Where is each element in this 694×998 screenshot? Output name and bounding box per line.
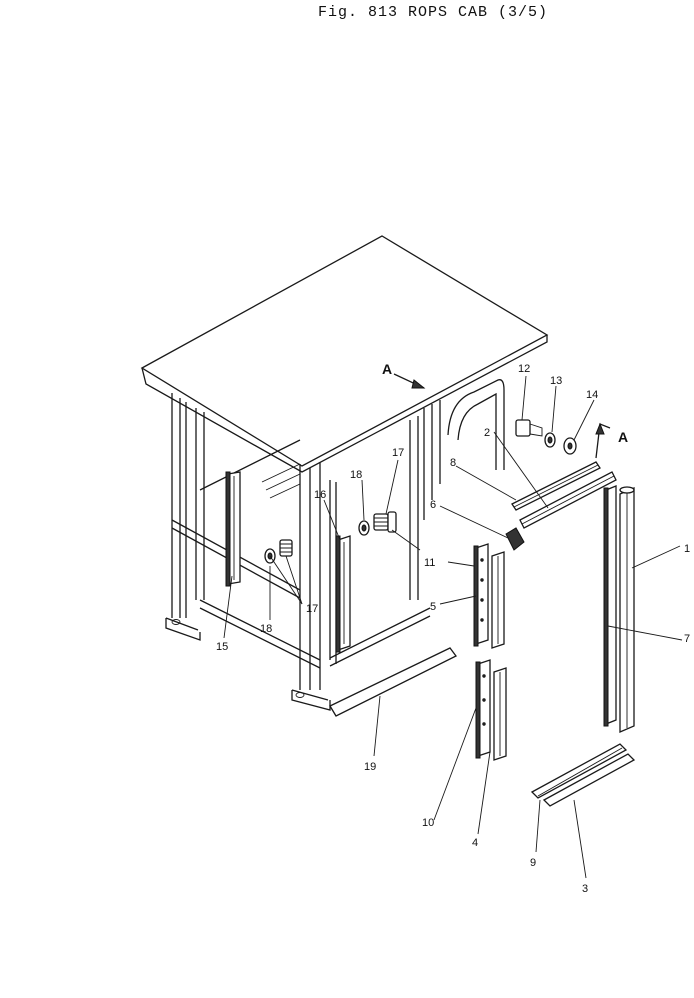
part-2-rail [519, 471, 617, 529]
view-a-label-2: A [618, 429, 628, 445]
part-15-rail [225, 471, 241, 587]
part-6-corner [505, 527, 525, 551]
callout-2: 2 [484, 427, 490, 439]
callout-10: 10 [422, 817, 434, 829]
callout-13: 13 [550, 375, 562, 387]
callout-labels: A A 1 2 3 4 5 6 7 8 9 10 11 12 13 14 15 … [216, 361, 690, 895]
callout-4: 4 [472, 837, 478, 849]
callout-14: 14 [586, 389, 598, 401]
part-11-5-strip [473, 543, 505, 649]
view-a-arrow-1 [393, 373, 426, 389]
callout-17-right: 17 [392, 447, 404, 459]
rear-window-top [199, 439, 301, 491]
callout-17-left: 17 [306, 603, 318, 615]
washer-bolt-right [358, 511, 397, 536]
nut-13 [544, 432, 556, 448]
callout-12: 12 [518, 363, 530, 375]
part-9-3-rails [530, 743, 636, 807]
front-left-post [299, 462, 321, 690]
rear-left-post [171, 393, 187, 618]
callout-5: 5 [430, 601, 436, 613]
callout-18-right: 18 [350, 469, 362, 481]
view-a-arrow-2 [595, 422, 611, 459]
view-a-label-1: A [382, 361, 392, 377]
washer-bolt-left [264, 539, 293, 564]
callout-8: 8 [450, 457, 456, 469]
washer-14 [563, 437, 577, 455]
callout-18-left: 18 [260, 623, 272, 635]
callout-19: 19 [364, 761, 376, 773]
callout-11: 11 [424, 557, 435, 569]
part-19-plate [329, 647, 457, 717]
callout-7: 7 [684, 633, 690, 645]
callout-16: 16 [314, 489, 326, 501]
leader-lines [223, 375, 683, 879]
bolt-12 [515, 419, 543, 437]
door-opening [447, 379, 505, 470]
callout-3: 3 [582, 883, 588, 895]
figure-title: Fig. 813 ROPS CAB (3/5) [318, 4, 549, 21]
callout-6: 6 [430, 499, 436, 511]
callout-1: 1 [684, 543, 690, 555]
part-16-rail [335, 535, 351, 653]
part-8-rail [511, 461, 601, 511]
callout-9: 9 [530, 857, 536, 869]
callout-15: 15 [216, 641, 228, 653]
part-10-4-strip [475, 659, 507, 761]
part-1-7-tubes [603, 485, 635, 733]
